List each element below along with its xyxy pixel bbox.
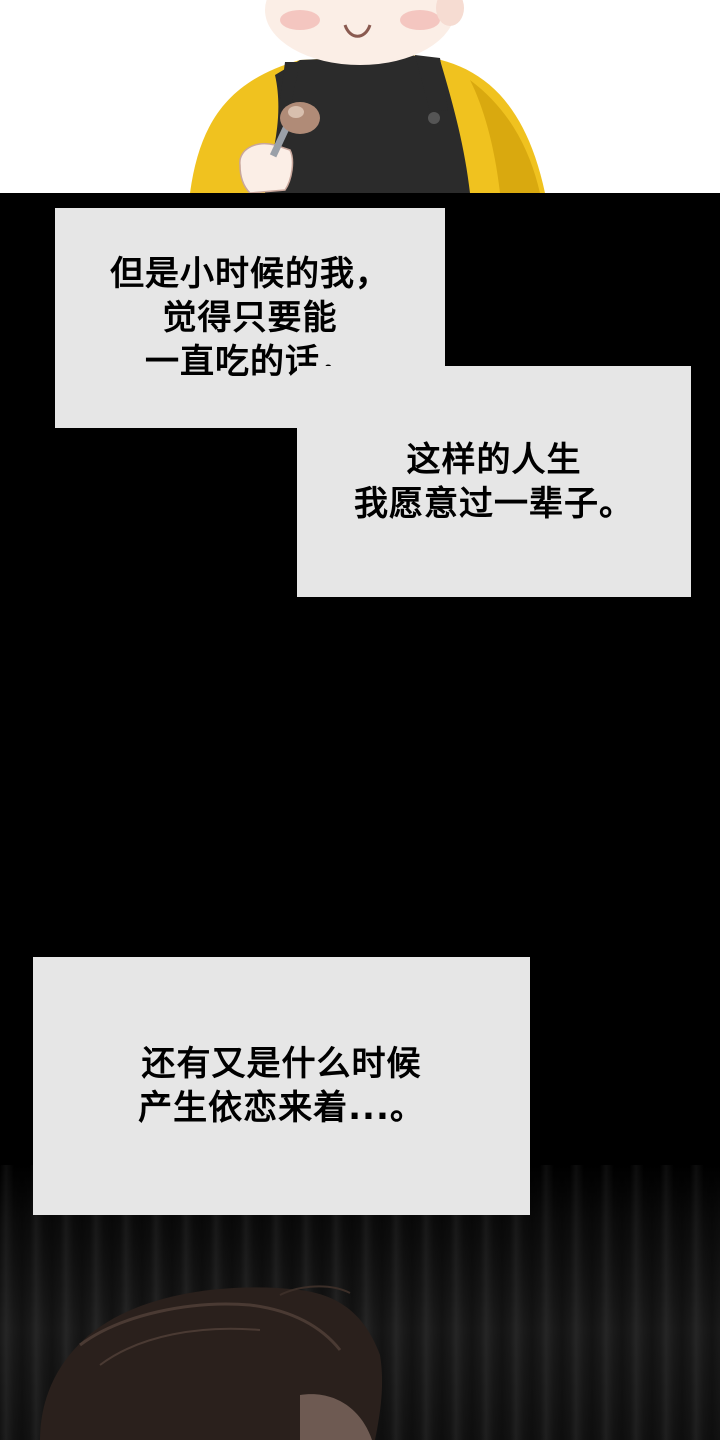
caption-line: 这样的人生 xyxy=(406,439,582,480)
caption-box-2: 这样的人生 我愿意过一辈子。 xyxy=(297,366,691,597)
caption-line: 但是小时候的我， xyxy=(110,254,390,294)
caption-line: 我愿意过一辈子。 xyxy=(354,483,634,524)
caption-line: 觉得只要能 xyxy=(162,298,338,338)
caption-line: 产生依恋来着...。 xyxy=(138,1088,425,1128)
man-hair-icon xyxy=(40,1285,383,1440)
caption-box-3: 还有又是什么时候 产生依恋来着...。 xyxy=(33,957,530,1215)
caption-line: 还有又是什么时候 xyxy=(141,1044,422,1084)
top-panel-illustration xyxy=(0,0,720,193)
child-eating-icon xyxy=(190,0,545,193)
